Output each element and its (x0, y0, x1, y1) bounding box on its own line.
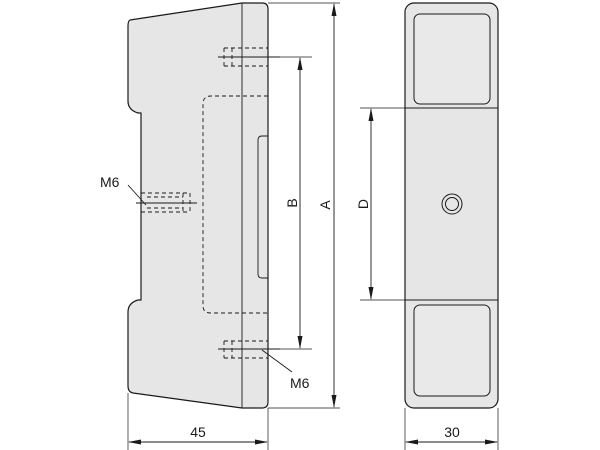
front-top-panel (413, 13, 491, 105)
dimension-30: 30 (404, 408, 499, 450)
dim-45-label: 45 (190, 424, 206, 440)
side-view-slot (257, 135, 268, 279)
side-view: M6 M6 B A 45 (100, 2, 340, 450)
front-bottom-panel (413, 304, 491, 397)
m6-bottom-label: M6 (290, 375, 310, 391)
dimension-45: 45 (127, 393, 269, 450)
dimension-d: D (355, 107, 405, 301)
side-view-body (127, 2, 269, 409)
dim-b-label: B (284, 198, 300, 207)
m6-left-label: M6 (100, 174, 120, 190)
m6-bottom-leader (261, 349, 293, 373)
front-view: D 30 (355, 2, 499, 450)
hidden-cavity (202, 95, 268, 314)
left-thread-hole (136, 192, 197, 213)
dimension-a: A (268, 2, 340, 409)
center-hole-inner (445, 197, 459, 211)
dimension-b: B (268, 56, 312, 350)
dim-30-label: 30 (444, 424, 460, 440)
dim-d-label: D (355, 199, 371, 209)
m6-left-leader (127, 184, 147, 206)
dim-a-label: A (317, 200, 333, 210)
